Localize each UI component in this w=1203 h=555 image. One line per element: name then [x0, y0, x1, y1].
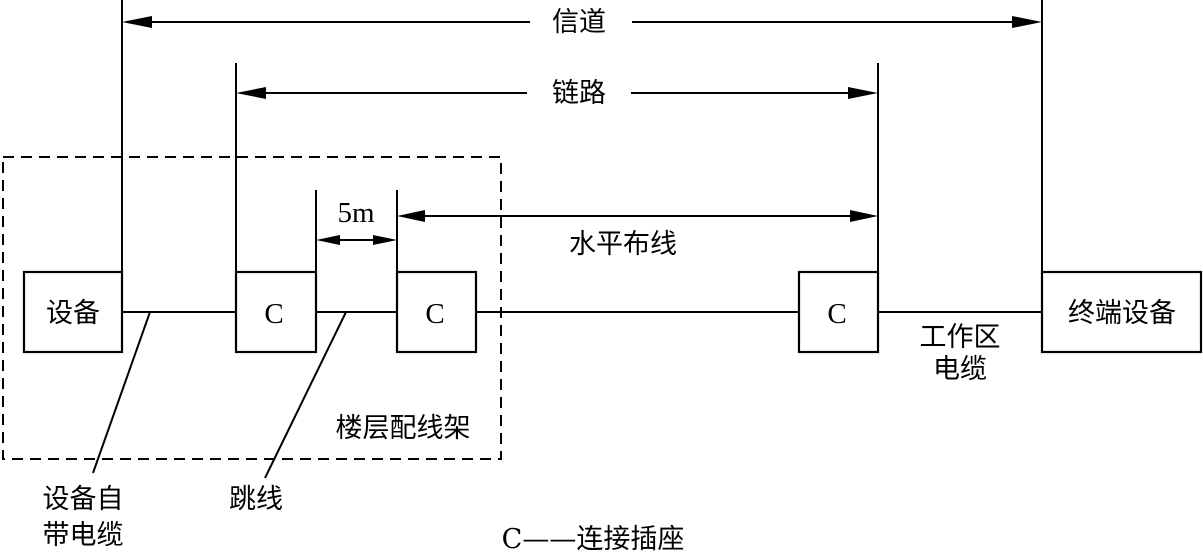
device-cable-label-line1: 设备自 [43, 484, 124, 515]
connector-3-label: C [827, 298, 846, 330]
floor-distributor-boundary [2, 156, 502, 460]
channel-arrowhead-left [122, 16, 152, 28]
horizontal-cabling-label: 水平布线 [569, 229, 677, 260]
terminal-equipment-box: 终端设备 [1040, 270, 1203, 354]
work-area-cable-label-line2: 电缆 [933, 354, 987, 385]
device-cable-label-line2: 带电缆 [43, 520, 124, 551]
patch-distance-dimension: 5m [316, 197, 397, 245]
device-cable-leader [92, 311, 151, 474]
patch-cord-leader [264, 311, 347, 479]
distance-arrowhead-right [373, 235, 397, 245]
connector-2-label: C [425, 298, 444, 330]
equipment-label: 设备 [46, 298, 100, 329]
horizontal-arrowhead-left [397, 210, 425, 222]
channel-label: 信道 [552, 7, 606, 38]
distance-label: 5m [337, 197, 375, 229]
connector-box-3: C [797, 270, 880, 354]
horizontal-cabling-dimension: 水平布线 [397, 210, 878, 260]
channel-dimension: 信道 [122, 7, 1042, 38]
work-area-cable-label-line1: 工作区 [920, 322, 1001, 353]
legend-label: C——连接插座 [502, 524, 685, 555]
link-arrowhead-left [236, 87, 266, 99]
patch-cord-label: 跳线 [229, 484, 283, 515]
connector-1-label: C [264, 298, 283, 330]
link-dimension: 链路 [236, 78, 878, 109]
connector-box-2: C [395, 270, 478, 354]
floor-distributor-label: 楼层配线架 [336, 413, 471, 444]
link-label: 链路 [552, 78, 606, 109]
terminal-equipment-label: 终端设备 [1068, 298, 1176, 329]
connector-box-1: C [234, 270, 318, 354]
equipment-box: 设备 [22, 270, 124, 354]
channel-arrowhead-right [1012, 16, 1042, 28]
horizontal-arrowhead-right [850, 210, 878, 222]
distance-arrowhead-left [316, 235, 340, 245]
link-arrowhead-right [848, 87, 878, 99]
